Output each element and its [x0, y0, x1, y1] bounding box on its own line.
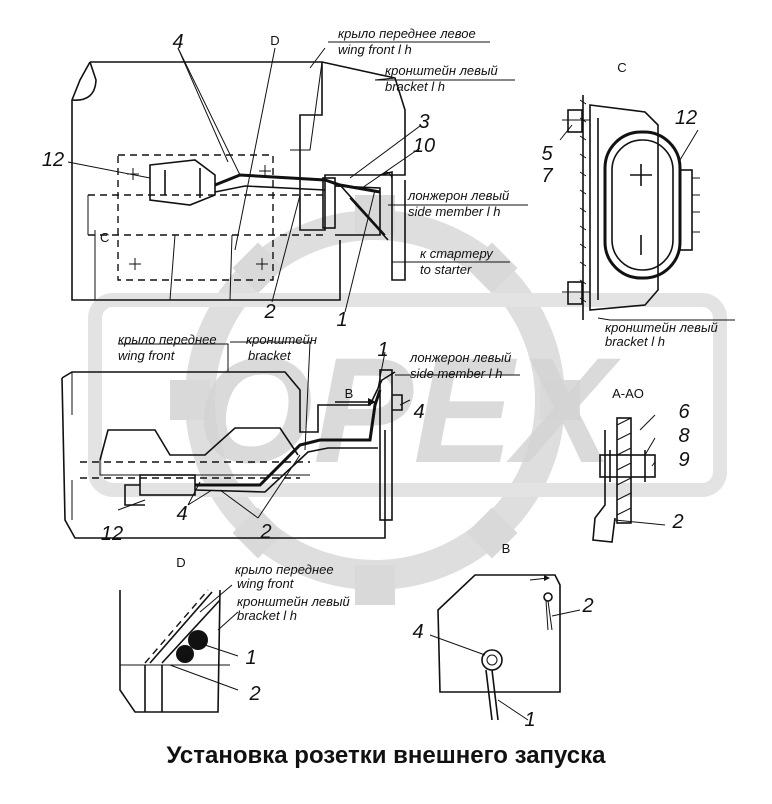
middle-callout-4-right: 4: [413, 401, 424, 423]
middle-wing-label-ru: крыло переднее: [118, 332, 217, 347]
section-aa-callout-6: 6: [678, 401, 690, 423]
section-aa-callout-9: 9: [678, 449, 689, 471]
top-member-label-ru: лонжерон левый: [407, 188, 509, 203]
view-c: [559, 95, 735, 321]
middle-callout-1: 1: [377, 339, 388, 361]
drawing-title: Установка розетки внешнего запуска: [166, 742, 606, 769]
view-d: [119, 584, 239, 713]
view-d-bracket-label-en: bracket l h: [237, 608, 297, 623]
top-callout-1: 1: [336, 309, 347, 331]
middle-member-flange: [379, 369, 393, 521]
top-view-label-d: D: [270, 33, 279, 48]
view-b: [429, 574, 581, 721]
top-wing-outline: [90, 61, 406, 231]
view-c-callout-5: 5: [541, 143, 553, 165]
view-c-callout-7: 7: [541, 165, 553, 187]
middle-cable: [195, 389, 382, 487]
view-c-bolt-bottom: [567, 281, 583, 305]
view-c-bolt-top: [567, 109, 583, 133]
middle-member-label-ru: лонжерон левый: [409, 350, 511, 365]
section-aa: [592, 414, 666, 543]
watermark-text: OPEX: [197, 326, 622, 494]
middle-callout-4-left: 4: [176, 503, 187, 525]
top-side-member: [88, 194, 325, 236]
section-aa-title: A-AO: [612, 386, 644, 401]
middle-wing-outline: [61, 371, 396, 433]
watermark-frame: [88, 293, 727, 497]
top-callout-4: 4: [172, 31, 183, 53]
view-d-plug-2: [176, 645, 194, 663]
watermark: OPEX: [88, 195, 727, 605]
top-callout-10: 10: [413, 135, 435, 157]
section-aa-plate: [616, 417, 632, 524]
top-starter-label-ru: к стартеру: [420, 246, 494, 261]
view-c-title: C: [617, 60, 626, 75]
top-starter-label-en: to starter: [420, 262, 472, 277]
section-aa-callout-2: 2: [671, 511, 683, 533]
top-callout-3: 3: [418, 111, 429, 133]
view-d-outline: [119, 589, 221, 713]
view-d-callout-1: 1: [245, 647, 256, 669]
top-socket-body: [149, 159, 216, 206]
top-callout-2: 2: [263, 301, 275, 323]
middle-bracket-label-ru: кронштейн: [246, 332, 317, 347]
view-d-wing-label-en: wing front: [237, 576, 295, 591]
view-c-bracket-label-en: bracket l h: [605, 334, 665, 349]
view-b-outline: [437, 574, 561, 693]
view-c-bracket-label-ru: кронштейн левый: [605, 320, 718, 335]
middle-callout-12: 12: [101, 523, 123, 545]
top-callout-12: 12: [42, 149, 64, 171]
top-bracket-label-ru: кронштейн левый: [385, 63, 498, 78]
middle-wing-label-en: wing front: [118, 348, 176, 363]
section-aa-callout-8: 8: [678, 425, 689, 447]
middle-bracket-label-en: bracket: [248, 348, 292, 363]
section-aa-bolt: [599, 454, 656, 478]
view-d-callout-2: 2: [248, 683, 260, 705]
view-b-title: B: [502, 541, 511, 556]
view-b-callout-2: 2: [581, 595, 593, 617]
middle-callout-2: 2: [259, 521, 271, 543]
view-c-callout-12: 12: [675, 107, 697, 129]
view-c-housing: [589, 104, 659, 311]
view-d-plug-1: [188, 630, 208, 650]
middle-member-label-en: side member l h: [410, 366, 502, 381]
view-d-wing-label-ru: крыло переднее: [235, 562, 334, 577]
view-b-grommet: [481, 649, 503, 671]
top-view: [67, 41, 528, 313]
top-bracket-dashed: [117, 154, 274, 281]
top-bracket-label-en: bracket l h: [385, 79, 445, 94]
view-d-bracket-label-ru: кронштейн левый: [237, 594, 350, 609]
middle-view: [61, 341, 520, 539]
top-wing-label-ru: крыло переднее левое: [338, 26, 476, 41]
view-d-title: D: [176, 555, 185, 570]
middle-side-member: [80, 461, 310, 479]
top-section-label-c: C: [100, 230, 109, 245]
top-wing-label-en: wing front l h: [338, 42, 412, 57]
middle-arrow-b-label: B: [345, 386, 354, 401]
view-b-callout-1: 1: [524, 709, 535, 731]
section-aa-tab: [592, 430, 616, 543]
view-b-callout-4: 4: [412, 621, 423, 643]
top-cable: [214, 173, 381, 194]
top-member-label-en: side member l h: [408, 204, 500, 219]
